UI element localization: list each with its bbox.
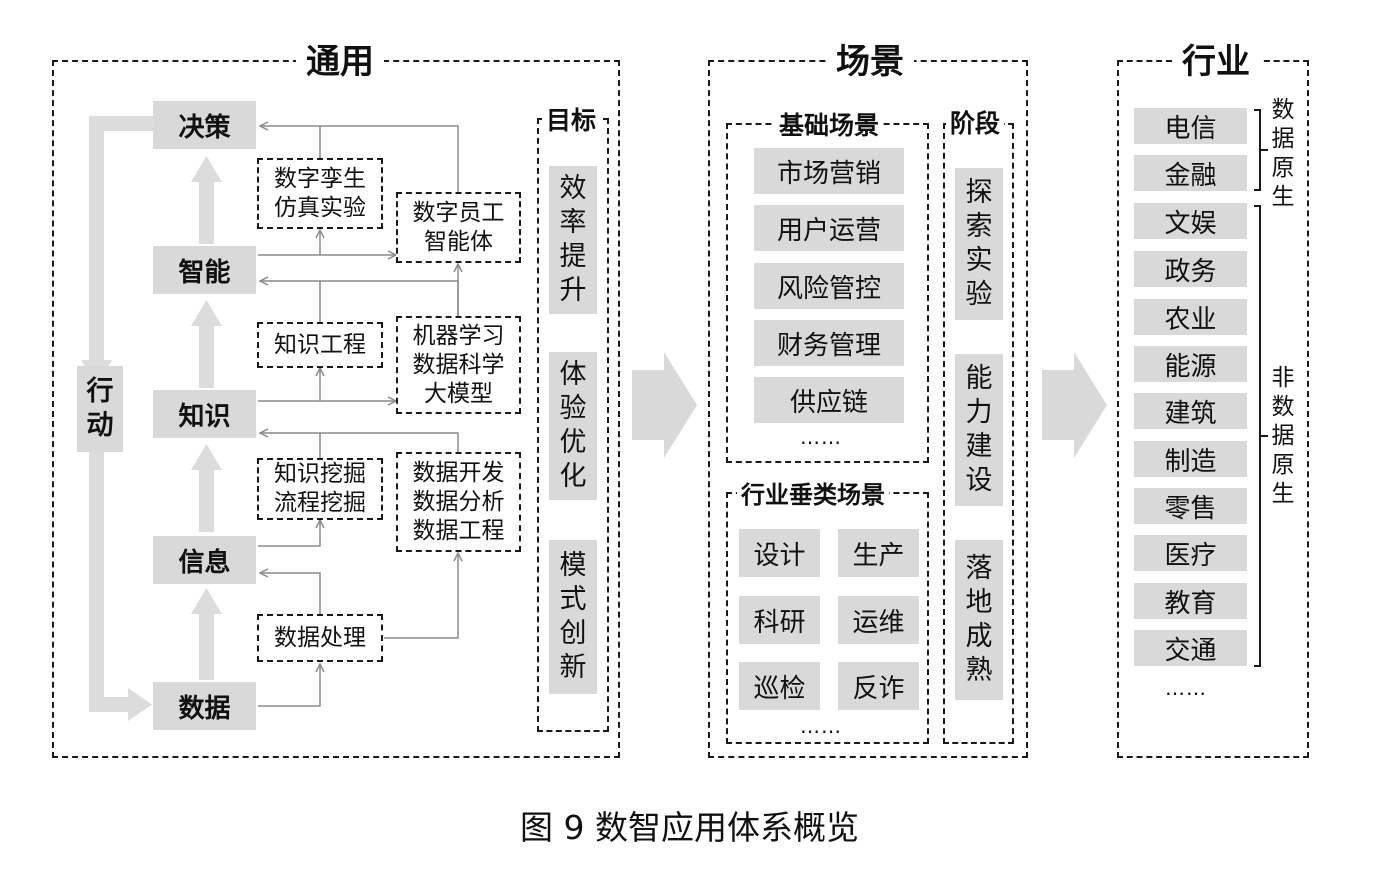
industry-item: 教育 — [1134, 583, 1247, 619]
figure-caption: 图 9 数智应用体系概览 — [520, 808, 859, 847]
scenario-section-title: 场景 — [826, 42, 914, 82]
flow-arrow-general-to-scenario — [632, 352, 697, 458]
flow-arrow-scenario-to-industry — [1042, 352, 1107, 458]
method-machine-learning: 机器学习 数据科学 大模型 — [396, 316, 521, 414]
vertical-scenario-item: 生产 — [838, 529, 919, 577]
method-digital-agent: 数字员工 智能体 — [396, 192, 521, 263]
basic-scenario-item: 供应链 — [754, 377, 904, 423]
industry-item: 文娱 — [1134, 203, 1247, 239]
level-intelligence: 智能 — [153, 246, 256, 294]
industry-item: 建筑 — [1134, 393, 1247, 429]
industry-item: 政务 — [1134, 251, 1247, 287]
goal-title: 目标 — [542, 106, 601, 136]
industry-item: 零售 — [1134, 488, 1247, 524]
goal-innovation: 模式创新 — [549, 540, 597, 694]
industry-section-title: 行业 — [1172, 42, 1260, 82]
data-native-label: 数据原生 — [1268, 96, 1298, 212]
vertical-scenario-item: 科研 — [739, 596, 820, 644]
vertical-scenario-item: 反诈 — [838, 662, 919, 710]
stage-mature: 落地成熟 — [955, 540, 1003, 700]
industry-item: 金融 — [1134, 155, 1247, 191]
industry-braces — [1254, 109, 1268, 667]
action-label: 行 动 — [77, 366, 123, 452]
industry-item: 制造 — [1134, 441, 1247, 477]
vertical-scenarios-title: 行业垂类场景 — [737, 480, 889, 510]
basic-scenarios-title: 基础场景 — [775, 111, 884, 141]
vertical-scenario-item: 巡检 — [739, 662, 820, 710]
method-knowledge-mining: 知识挖掘 流程挖掘 — [257, 458, 383, 520]
industry-more: …… — [1165, 676, 1207, 700]
level-knowledge: 知识 — [153, 390, 256, 438]
industry-item: 交通 — [1134, 630, 1247, 666]
vertical-scenario-item: 设计 — [739, 529, 820, 577]
vertical-scenario-item: 运维 — [838, 596, 919, 644]
level-decision: 决策 — [153, 101, 256, 149]
thin-connectors — [258, 126, 458, 707]
basic-scenarios-more: …… — [800, 425, 842, 449]
stage-title: 阶段 — [946, 109, 1005, 139]
method-data-processing: 数据处理 — [257, 614, 383, 662]
goal-efficiency: 效率提升 — [549, 166, 597, 314]
method-digital-twin: 数字孪生 仿真实验 — [257, 158, 383, 229]
industry-item: 电信 — [1134, 108, 1247, 144]
basic-scenario-item: 用户运营 — [754, 205, 904, 251]
basic-scenario-item: 风险管控 — [754, 263, 904, 309]
vertical-scenarios-more: …… — [800, 714, 842, 738]
industry-item: 医疗 — [1134, 535, 1247, 571]
non-data-native-label: 非数据原生 — [1268, 364, 1298, 509]
goal-experience: 体验优化 — [549, 352, 597, 500]
industry-item: 农业 — [1134, 299, 1247, 335]
level-data: 数据 — [153, 682, 256, 730]
basic-scenario-item: 市场营销 — [754, 148, 904, 194]
general-section-title: 通用 — [296, 42, 384, 82]
stage-exploration: 探索实验 — [955, 168, 1003, 320]
industry-item: 能源 — [1134, 346, 1247, 382]
method-knowledge-engineering: 知识工程 — [257, 322, 383, 368]
level-information: 信息 — [153, 536, 256, 584]
method-data-development: 数据开发 数据分析 数据工程 — [396, 452, 521, 552]
level-chain-arrows — [191, 156, 222, 680]
basic-scenario-item: 财务管理 — [754, 320, 904, 366]
action-loop-arrow — [81, 116, 153, 721]
stage-capability: 能力建设 — [955, 354, 1003, 506]
